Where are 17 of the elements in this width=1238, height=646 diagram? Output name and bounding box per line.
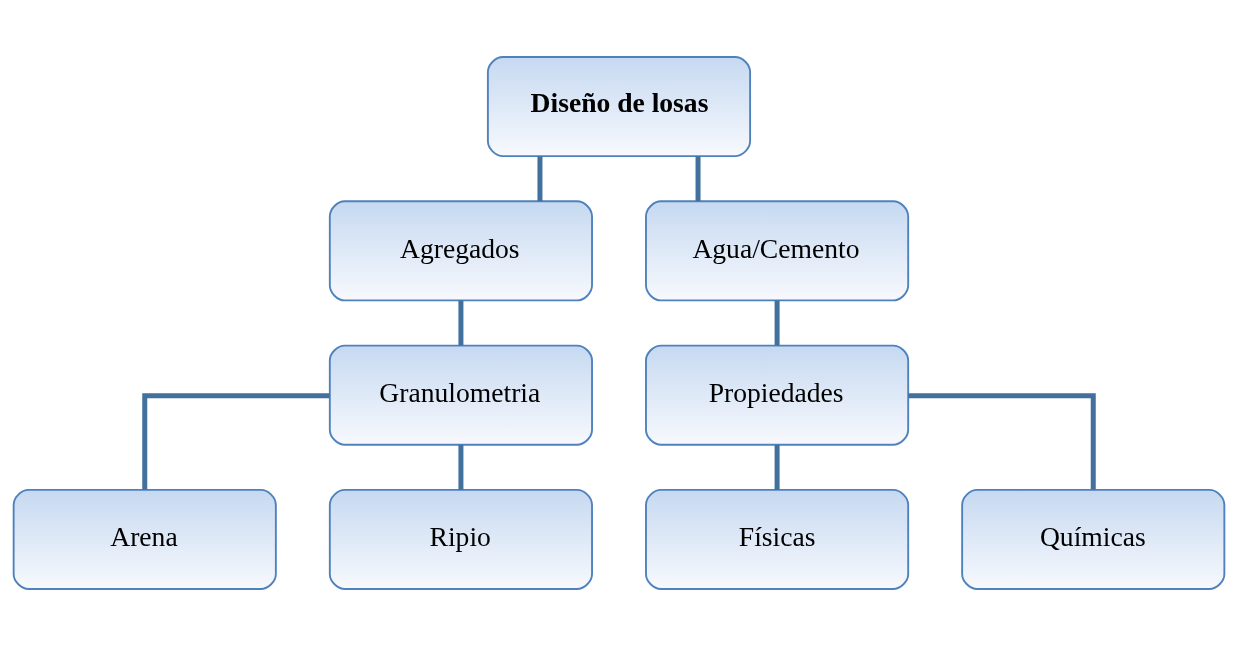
connector [774, 300, 780, 346]
connector [774, 444, 780, 490]
node-box: Químicas [961, 488, 1226, 590]
node-box: Agua/Cemento [645, 200, 910, 302]
node-box: Granulometria [328, 344, 593, 446]
node-box: Físicas [645, 488, 910, 590]
node-box: Ripio [328, 488, 593, 590]
node-box: Propiedades [645, 344, 910, 446]
connector [695, 156, 701, 202]
node-box: Arena [12, 488, 277, 590]
connector [537, 156, 543, 202]
connector [142, 393, 330, 490]
node-box: Diseño de losas [486, 56, 752, 158]
connector [458, 300, 464, 346]
connector [458, 444, 464, 490]
node-box: Agregados [328, 200, 593, 302]
connector [908, 393, 1096, 490]
